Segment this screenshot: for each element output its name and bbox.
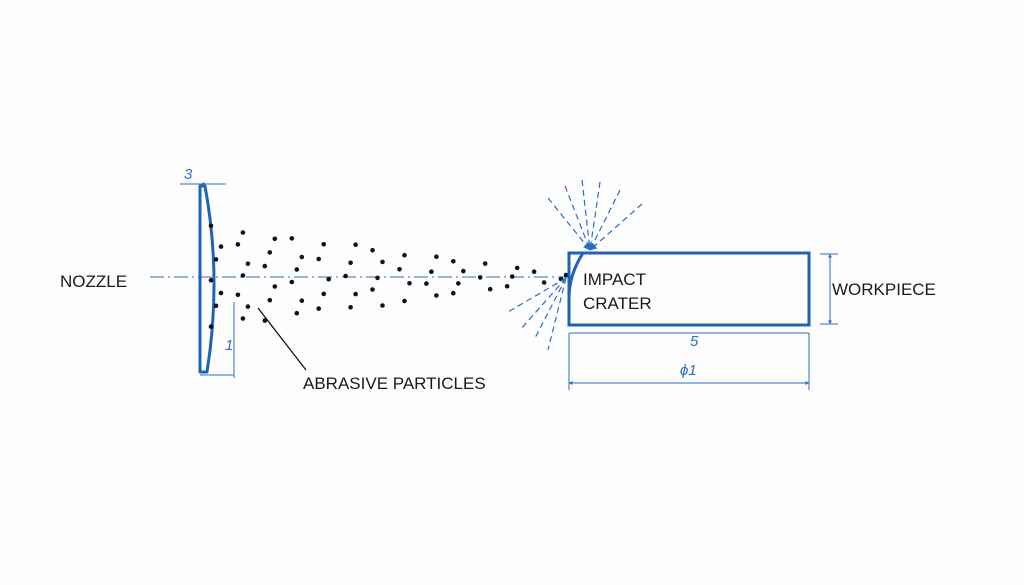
workpiece-length-dim: 5 — [690, 333, 699, 350]
abrasive-particle — [218, 290, 224, 296]
abrasive-particle — [424, 281, 429, 286]
abrasive-particle — [316, 256, 322, 262]
abrasive-particle — [321, 242, 327, 247]
abrasive-particle — [262, 263, 268, 269]
nozzle-offset-dim: 1 — [225, 337, 233, 354]
impact-crater-label-line2: CRATER — [583, 294, 652, 313]
impact-ray — [589, 189, 621, 251]
abrasive-particle-stream — [208, 223, 569, 329]
abrasive-particle — [402, 252, 407, 258]
abrasive-particle — [434, 254, 439, 259]
impact-crater-curve — [567, 252, 585, 299]
abrasive-particle — [541, 280, 547, 285]
workpiece-label: WORKPIECE — [832, 280, 936, 299]
abrasive-particle — [272, 236, 278, 242]
abrasive-particle — [451, 290, 456, 296]
abrasive-particle — [348, 305, 353, 310]
abrasive-particle — [294, 267, 300, 272]
abrasive-particle — [321, 291, 327, 297]
abrasive-particle — [299, 254, 305, 260]
abrasive-particle — [316, 306, 322, 311]
impact-ray — [581, 179, 593, 251]
abrasive-particle — [563, 272, 569, 278]
abrasive-particle — [208, 223, 214, 229]
abrasive-particles-leader — [257, 307, 307, 371]
abrasive-particle — [240, 273, 246, 278]
impact-ray — [587, 181, 601, 251]
abrasive-particle — [240, 316, 246, 321]
impact-ray — [507, 277, 567, 313]
workpiece-diameter-dim: ϕ1 — [680, 362, 697, 379]
abrasive-particle — [477, 275, 483, 280]
abrasive-particle — [397, 267, 402, 272]
abrasive-particle — [370, 247, 375, 253]
abrasive-particle — [407, 281, 412, 286]
impact-crater-label-line1: IMPACT — [583, 270, 646, 289]
impact-ray — [547, 197, 591, 251]
impact-ray — [547, 277, 567, 351]
abrasive-particle — [402, 298, 407, 304]
abrasive-particle — [482, 261, 488, 266]
abrasive-particle — [531, 269, 537, 275]
abrasive-particle — [375, 275, 380, 281]
abrasive-particle — [289, 279, 295, 285]
abrasive-particle — [353, 291, 358, 297]
abrasive-particle — [267, 297, 273, 303]
abrasive-particle — [213, 303, 219, 309]
abrasive-particle — [504, 284, 510, 289]
nozzle-shape — [198, 184, 216, 374]
abrasive-particle — [434, 293, 439, 298]
impact-ray — [533, 277, 567, 341]
abrasive-particle — [348, 260, 353, 266]
abrasive-particle — [208, 277, 214, 283]
impact-rays — [507, 179, 643, 351]
abrasive-particle — [343, 273, 348, 279]
abrasive-particles-label: ABRASIVE PARTICLES — [303, 374, 486, 393]
abrasive-particle — [240, 230, 246, 235]
abrasive-particle — [289, 236, 295, 241]
abrasive-particle — [235, 292, 241, 298]
abrasive-particle — [245, 304, 251, 309]
impact-ray — [564, 185, 591, 251]
nozzle-width-dim: 3 — [184, 166, 193, 183]
abrasive-particle — [235, 242, 241, 247]
abrasive-particle — [487, 286, 493, 292]
abrasive-particle — [353, 242, 358, 247]
abrasive-particle — [262, 318, 268, 323]
abrasive-particle — [451, 259, 456, 264]
abrasive-particle — [294, 310, 300, 316]
impact-ray — [519, 277, 567, 331]
abrasive-particle — [380, 303, 385, 308]
abrasive-particle — [272, 284, 278, 289]
abrasive-particle — [245, 261, 251, 267]
abrasive-particle — [461, 268, 466, 274]
abrasive-particle — [267, 250, 273, 255]
abrasive-particle — [218, 244, 224, 249]
abrasive-particle — [509, 274, 515, 279]
abrasive-particle — [213, 257, 219, 262]
abrasive-particle — [514, 265, 520, 271]
impact-ray — [589, 203, 643, 251]
abrasive-particle — [326, 276, 332, 282]
abrasive-particle — [380, 259, 385, 265]
abrasive-particle — [370, 287, 375, 292]
abrasive-particle — [456, 281, 461, 286]
abrasive-particle — [208, 324, 214, 329]
nozzle-label: NOZZLE — [60, 272, 127, 291]
abrasive-particle — [299, 298, 305, 304]
abrasive-particle — [429, 269, 434, 275]
workpiece-body — [567, 251, 811, 327]
